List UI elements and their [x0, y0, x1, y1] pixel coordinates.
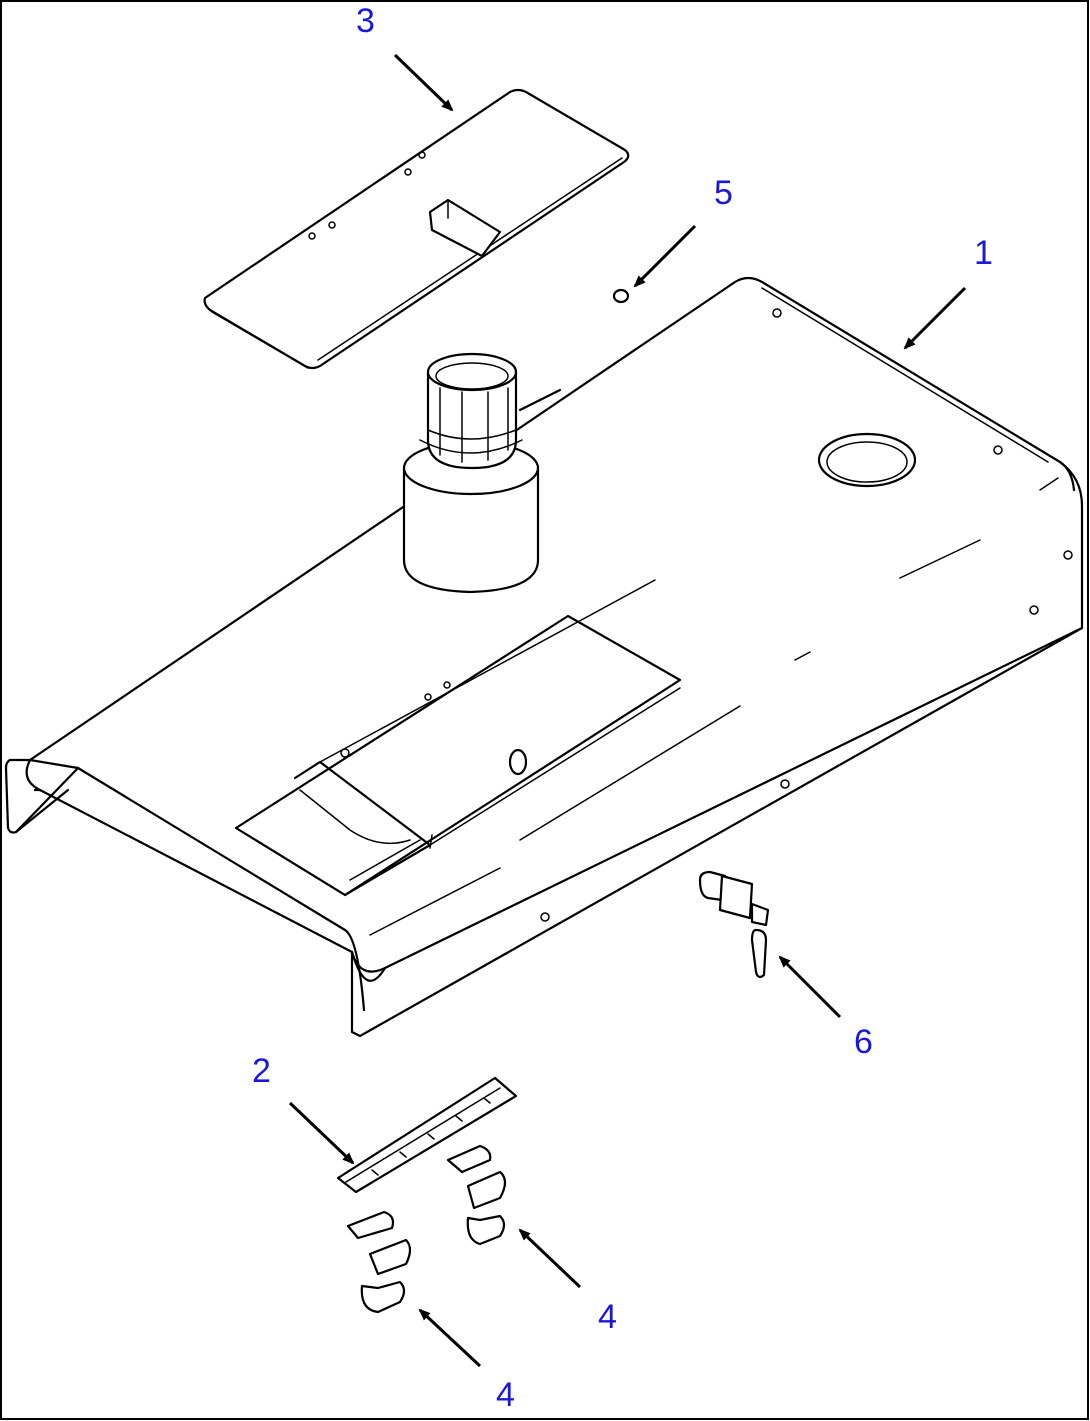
callout-6: 6	[854, 1023, 873, 1061]
arrow-4a	[418, 1308, 482, 1368]
arrow-5	[633, 224, 697, 288]
leader-arrows	[288, 53, 967, 1368]
filler-neck	[402, 352, 540, 594]
callout-4a: 4	[496, 1376, 515, 1414]
callout-labels: 3 5 1 2 6 4 4	[252, 2, 993, 1414]
part-6-padlock	[698, 870, 770, 979]
callout-5: 5	[714, 174, 733, 212]
part-3-plate	[203, 88, 630, 370]
arrow-4b	[518, 1228, 582, 1289]
arrow-1	[903, 286, 967, 350]
part-1-cover	[4, 276, 1084, 1038]
part-2-hinge	[336, 1076, 518, 1194]
arrow-6	[778, 955, 842, 1019]
part-4-latch-left	[346, 1210, 412, 1314]
part-4-latch-right	[446, 1144, 507, 1246]
part-5-cap	[612, 288, 630, 304]
arrow-2	[288, 1101, 355, 1165]
callout-1: 1	[974, 234, 993, 272]
arrow-3	[393, 53, 454, 112]
callout-3: 3	[356, 2, 375, 40]
callout-2: 2	[252, 1052, 271, 1090]
callout-4b: 4	[598, 1298, 617, 1336]
